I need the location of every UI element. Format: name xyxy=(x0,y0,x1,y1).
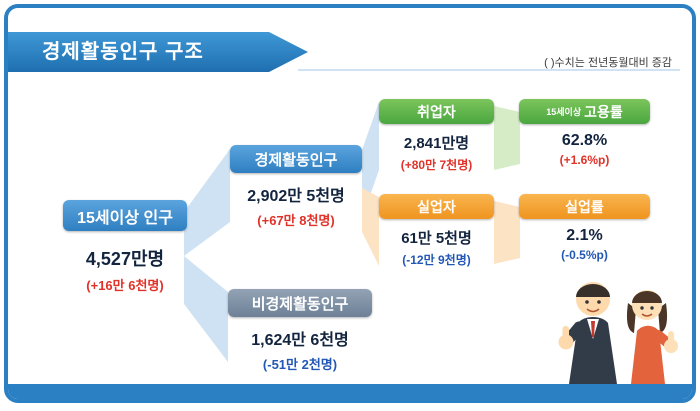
footer-bar xyxy=(8,384,692,399)
node-unemployed: 실업자 61만 5천명 (-12만 9천명) xyxy=(379,194,494,268)
legend-note: ( )수치는 전년동월대비 증감 xyxy=(544,57,672,69)
infographic-frame: 경제활동인구 구조 ( )수치는 전년동월대비 증감 15세이상 인구 4,52… xyxy=(4,4,696,403)
economically-active-value: 2,902만 5천명 xyxy=(247,188,345,205)
connector-bands xyxy=(184,102,520,362)
woman-figure xyxy=(626,290,678,384)
employed-header: 취업자 xyxy=(379,99,494,124)
unemployed-label: 실업자 xyxy=(417,198,456,215)
employment-rate-label: 고용률 xyxy=(584,103,623,120)
non-economically-active-header: 비경제활동인구 xyxy=(228,289,372,317)
band-unemployed-to-rate xyxy=(494,201,520,264)
node-employed: 취업자 2,841만명 (+80만 7천명) xyxy=(379,99,494,173)
employment-rate-change: (+1.6%p) xyxy=(559,153,610,167)
non-economically-active-change: (-51만 2천명) xyxy=(262,357,338,372)
population-15plus-label: 15세이상 인구 xyxy=(77,209,173,227)
people-illustration xyxy=(558,282,678,384)
node-employment-rate: 15세이상 고용률 62.8% (+1.6%p) xyxy=(519,99,650,167)
non-economically-active-label: 비경제활동인구 xyxy=(251,295,349,313)
unemployed-change: (-12만 9천명) xyxy=(402,253,471,267)
header-divider xyxy=(298,69,680,71)
node-non-economically-active: 비경제활동인구 1,624만 6천명 (-51만 2천명) xyxy=(228,289,372,373)
band-pop-to-nonecon xyxy=(184,256,228,362)
node-economically-active: 경제활동인구 2,902만 5천명 (+67만 8천명) xyxy=(230,145,362,229)
unemployment-rate-value: 2.1% xyxy=(566,227,603,244)
economically-active-label: 경제활동인구 xyxy=(254,151,338,169)
band-econ-to-unemployed xyxy=(362,188,379,266)
unemployment-rate-header: 실업률 xyxy=(519,194,650,219)
employed-value: 2,841만명 xyxy=(403,135,470,152)
employed-change: (+80만 7천명) xyxy=(400,158,473,172)
unemployment-rate-change: (-0.5%p) xyxy=(561,248,608,262)
population-15plus-header: 15세이상 인구 xyxy=(63,200,187,231)
employment-rate-label-prefix: 15세이상 xyxy=(546,107,582,117)
title-banner: 경제활동인구 구조 xyxy=(8,32,308,72)
man-figure xyxy=(558,282,617,384)
unemployed-value: 61만 5천명 xyxy=(401,230,472,247)
population-15plus-change: (+16만 6천명) xyxy=(86,278,164,293)
unemployed-header: 실업자 xyxy=(379,194,494,219)
population-15plus-value: 4,527만명 xyxy=(85,249,165,269)
non-economically-active-value: 1,624만 6천명 xyxy=(251,332,349,349)
economically-active-change: (+67만 8천명) xyxy=(257,213,335,228)
unemployment-rate-label: 실업률 xyxy=(565,198,604,215)
page-title: 경제활동인구 구조 xyxy=(42,41,204,63)
employment-rate-value: 62.8% xyxy=(561,132,608,149)
node-unemployment-rate: 실업률 2.1% (-0.5%p) xyxy=(519,194,650,262)
employment-rate-header: 15세이상 고용률 xyxy=(519,99,650,124)
node-population-15plus: 15세이상 인구 4,527만명 (+16만 6천명) xyxy=(60,200,190,294)
employed-label: 취업자 xyxy=(417,103,456,120)
band-employed-to-rate xyxy=(494,106,520,170)
band-pop-to-econ xyxy=(184,149,230,256)
economically-active-header: 경제활동인구 xyxy=(230,145,362,173)
band-econ-to-employed xyxy=(362,102,379,218)
